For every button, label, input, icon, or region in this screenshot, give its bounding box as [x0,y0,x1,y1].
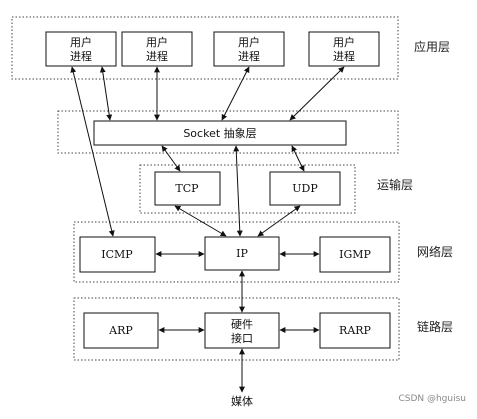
arrow-socket-ip [233,145,243,237]
user-process-3-label-line1: 用户 [238,35,260,49]
layer-label-application: 应用层 [414,39,450,54]
arrow-process1-icmp [70,66,115,237]
tcp-box: TCP [154,171,221,206]
layer-label-transport: 运输层 [377,177,413,192]
user-process-2-label-line2: 进程 [146,50,168,63]
arrow-udp-ip [257,205,301,237]
igmp-label: IGMP [339,248,371,261]
user-process-3-label-line2: 进程 [238,50,260,63]
hardware-interface-box: 硬件 接口 [204,312,280,349]
arrow-process1-socket [99,66,113,121]
layer-label-link: 链路层 [417,319,453,334]
arrow-socket-udp [291,145,305,172]
application-layer-group [11,16,399,80]
ip-box: IP [204,236,280,271]
user-process-box-4: 用户 进程 [308,31,380,67]
tcp-label: TCP [175,182,199,195]
rarp-box: RARP [319,312,391,349]
arrow-process4-socket [289,66,345,121]
igmp-box: IGMP [319,236,391,273]
udp-label: UDP [292,182,318,195]
arrow-socket-tcp [161,145,181,172]
hardware-interface-label-line1: 硬件 [231,318,253,331]
arrow-tcp-ip [174,205,227,237]
user-process-4-label-line2: 进程 [333,50,355,63]
socket-layer-group [57,110,399,154]
hardware-interface-label-line2: 接口 [231,332,253,345]
csdn-watermark: CSDN @hguisu [398,394,466,404]
socket-abstraction-label: Socket 抽象层 [183,126,256,140]
user-process-2-label-line1: 用户 [146,35,168,49]
medium-label: 媒体 [231,394,253,408]
arp-label: ARP [108,324,133,337]
socket-abstraction-box: Socket 抽象层 [93,120,347,146]
arp-box: ARP [83,312,159,349]
rarp-label: RARP [339,324,372,337]
user-process-box-2: 用户 进程 [121,31,193,67]
ip-label: IP [236,247,248,260]
udp-box: UDP [269,171,341,206]
user-process-1-label-line2: 进程 [70,50,92,63]
user-process-4-label-line1: 用户 [333,35,355,49]
user-process-box-1: 用户 进程 [45,31,117,67]
layer-label-network: 网络层 [417,244,453,259]
transport-layer-group [139,164,356,214]
user-process-1-label-line1: 用户 [70,35,92,49]
link-layer-group [73,297,400,361]
user-process-box-3: 用户 进程 [213,31,285,67]
icmp-box: ICMP [79,236,156,273]
icmp-label: ICMP [101,248,133,261]
arrow-process3-socket [221,66,250,121]
